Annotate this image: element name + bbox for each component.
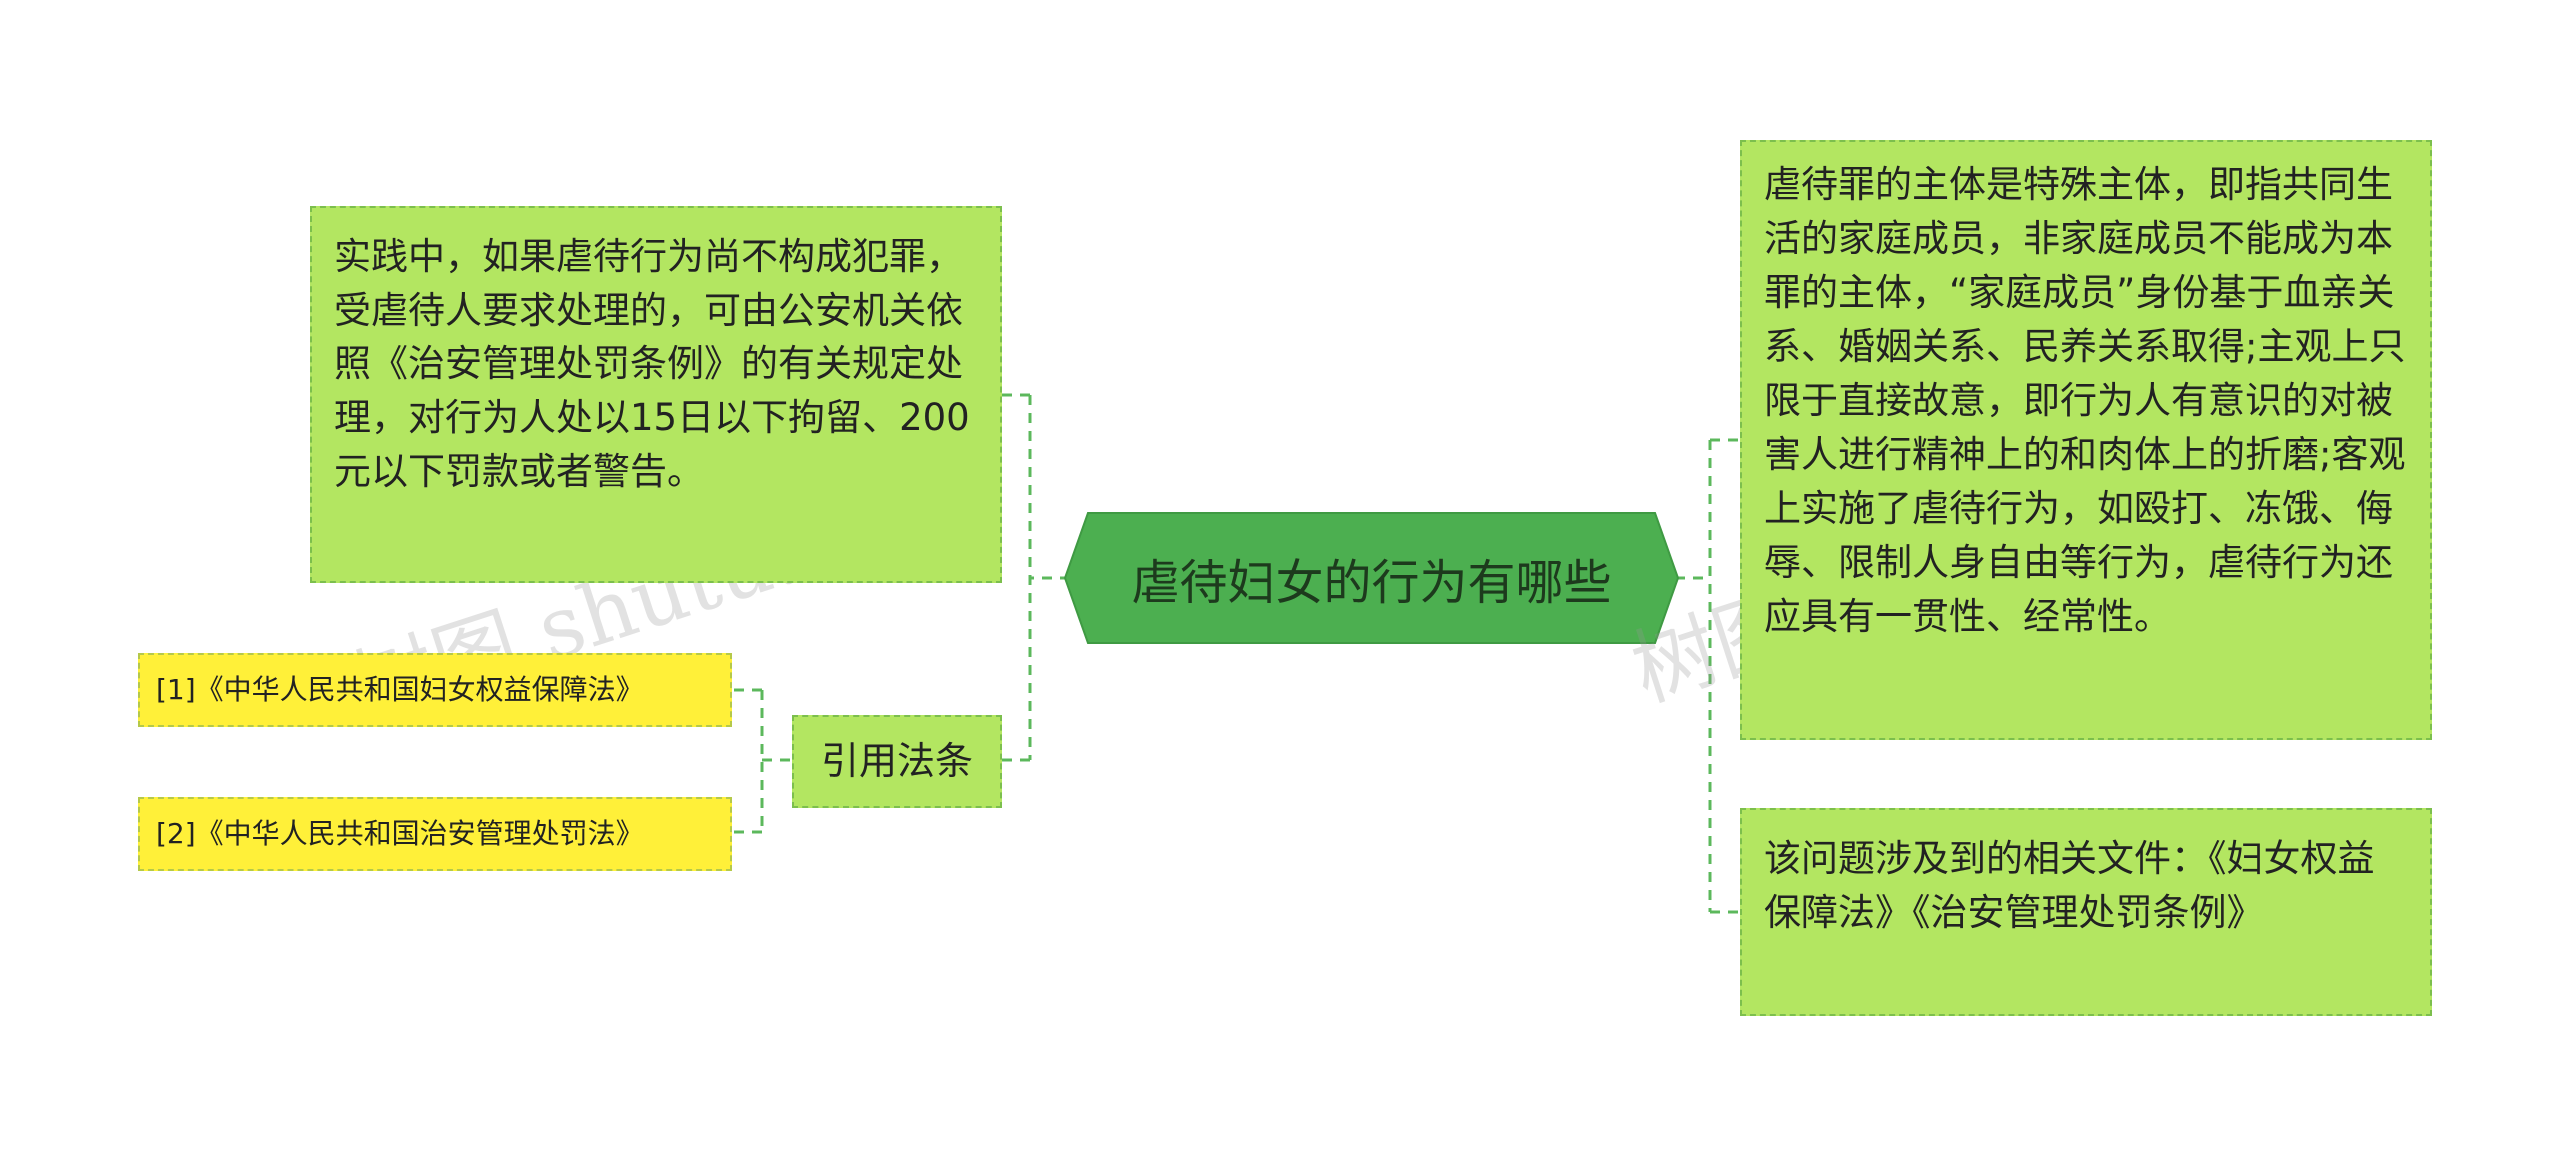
citations-label: 引用法条	[820, 738, 973, 783]
citations-node[interactable]: 引用法条	[792, 715, 1002, 808]
citation-item-1-text: [1]《中华人民共和国妇女权益保障法》	[156, 672, 644, 706]
root-node-label[interactable]: 虐待妇女的行为有哪些	[1131, 555, 1612, 611]
related-files-text: 该问题涉及到的相关文件：《妇女权益保障法》《治安管理处罚条例》	[1764, 837, 2375, 934]
root-node-shape	[1063, 512, 1680, 644]
citation-item-1[interactable]: [1]《中华人民共和国妇女权益保障法》	[138, 653, 732, 727]
related-files-node[interactable]: 该问题涉及到的相关文件：《妇女权益保障法》《治安管理处罚条例》	[1740, 808, 2432, 1016]
citation-item-2-text: [2]《中华人民共和国治安管理处罚法》	[156, 816, 644, 850]
definition-node[interactable]: 虐待罪的主体是特殊主体，即指共同生活的家庭成员，非家庭成员不能成为本罪的主体，“…	[1740, 140, 2432, 740]
practice-note-node[interactable]: 实践中，如果虐待行为尚不构成犯罪，受虐待人要求处理的，可由公安机关依照《治安管理…	[310, 206, 1002, 583]
definition-text: 虐待罪的主体是特殊主体，即指共同生活的家庭成员，非家庭成员不能成为本罪的主体，“…	[1764, 163, 2406, 639]
practice-note-text: 实践中，如果虐待行为尚不构成犯罪，受虐待人要求处理的，可由公安机关依照《治安管理…	[334, 235, 970, 493]
connector-citation-bracket	[760, 690, 790, 832]
citation-item-2[interactable]: [2]《中华人民共和国治安管理处罚法》	[138, 797, 732, 871]
